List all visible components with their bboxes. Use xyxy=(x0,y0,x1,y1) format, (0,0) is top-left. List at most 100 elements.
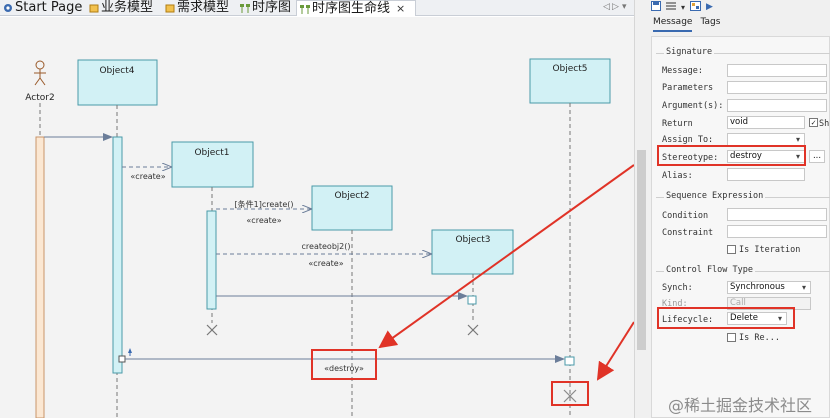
is-iteration-checkbox[interactable] xyxy=(727,245,736,254)
highlight-destroy-marker xyxy=(551,381,589,406)
destroy-marker xyxy=(467,324,479,336)
scroll-left-icon[interactable]: ◁ xyxy=(603,2,610,12)
sequence-diagram-icon xyxy=(300,4,310,14)
watermark: @稀土掘金技术社区 xyxy=(668,396,813,415)
layout-icon[interactable] xyxy=(690,0,702,14)
highlight-lifecycle xyxy=(657,307,795,329)
activation-box xyxy=(564,356,575,366)
alias-label: Alias: xyxy=(662,171,693,181)
lifecycle-select[interactable]: Delete xyxy=(727,312,787,325)
group-title: Sequence Expression xyxy=(664,191,766,201)
dropdown-icon[interactable]: ▾ xyxy=(681,2,686,12)
save-icon[interactable] xyxy=(651,0,661,14)
tab-tags[interactable]: Tags xyxy=(700,17,721,27)
activation-box xyxy=(467,295,477,305)
tab-sequence-lifeline[interactable]: 时序图生命线 × xyxy=(296,0,416,16)
document-tab-bar: Start Page 业务模型 需求模型 时序图 时序图生命线 × ◁ ▷ ▾ xyxy=(0,0,636,16)
panel-toolbar: ▾ ▶ xyxy=(647,0,830,14)
show-return-checkbox[interactable]: ✓ xyxy=(809,118,818,127)
vertical-scrollbar[interactable] xyxy=(634,0,647,418)
highlight-stereotype xyxy=(657,145,806,166)
activation-bar xyxy=(206,210,217,310)
tab-requirements-model[interactable]: 需求模型 xyxy=(162,0,236,16)
constraint-label: Constraint xyxy=(662,228,714,238)
message-properties: Signature Message: Parameters Argument(s… xyxy=(651,36,830,418)
scrollbar-thumb[interactable] xyxy=(637,150,646,350)
tab-label: Start Page xyxy=(15,0,83,15)
tab-message[interactable]: Message xyxy=(653,14,693,32)
lifeline-label: Object2 xyxy=(334,191,369,201)
actor-activation xyxy=(35,136,45,418)
sequence-expression-group: Sequence Expression xyxy=(656,191,830,201)
panel-tabs: Message Tags xyxy=(647,14,830,32)
lifeline-label: Object4 xyxy=(99,66,134,76)
control-flow-group: Control Flow Type xyxy=(656,265,830,275)
lifeline-object4[interactable]: Object4 xyxy=(77,59,158,106)
tab-start-page[interactable]: Start Page xyxy=(0,0,84,16)
list-icon[interactable] xyxy=(666,1,676,14)
is-return-checkbox[interactable] xyxy=(727,333,736,342)
lifeline-label: Object1 xyxy=(194,148,229,158)
tab-sequence-diagram[interactable]: 时序图 xyxy=(237,0,295,16)
lifeline-object3[interactable]: Object3 xyxy=(431,229,514,275)
annotation-arrow xyxy=(378,164,634,349)
diagram-canvas[interactable]: Actor2 Object4 Object1 Object2 O xyxy=(0,17,634,418)
message-field[interactable] xyxy=(727,64,827,77)
sequence-diagram-icon xyxy=(240,3,250,13)
stereotype-select[interactable]: destroy xyxy=(727,150,805,163)
tab-label: 时序图 xyxy=(252,0,292,15)
lifeline-label: Object5 xyxy=(552,64,587,74)
message-label: «destroy» xyxy=(324,364,364,373)
close-icon[interactable]: × xyxy=(396,2,406,15)
message-label: «create» xyxy=(130,172,165,181)
parameters-field[interactable] xyxy=(727,81,827,94)
is-iteration-label: Is Iteration xyxy=(739,245,801,255)
is-return-label: Is Re... xyxy=(739,333,780,343)
return-field[interactable]: void xyxy=(727,116,805,129)
parameters-label: Parameters xyxy=(662,83,714,93)
tab-label: 业务模型 xyxy=(101,0,154,15)
activation-bar xyxy=(112,136,123,374)
condition-field[interactable] xyxy=(727,208,827,221)
actor-actor2[interactable]: Actor2 xyxy=(25,60,55,103)
lifeline-object5[interactable]: Object5 xyxy=(529,58,611,104)
arguments-field[interactable] xyxy=(727,99,827,112)
constraint-field[interactable] xyxy=(727,225,827,238)
synch-label: Synch: xyxy=(662,283,693,293)
stereotype-label: Stereotype: xyxy=(662,153,719,163)
kind-label: Kind: xyxy=(662,299,688,309)
lifecycle-label: Lifecycle: xyxy=(662,315,714,325)
up-arrow-icon xyxy=(128,348,132,356)
group-title: Control Flow Type xyxy=(664,265,755,275)
actor-label: Actor2 xyxy=(25,93,54,103)
tab-label: 需求模型 xyxy=(177,0,230,15)
tab-business-model[interactable]: 业务模型 xyxy=(86,0,160,16)
alias-field[interactable] xyxy=(727,168,805,181)
start-page-icon xyxy=(3,3,13,13)
message-label: «create» xyxy=(246,216,281,225)
assign-to-label: Assign To: xyxy=(662,135,714,145)
tab-label: 时序图生命线 xyxy=(312,0,391,16)
lifeline-object1[interactable]: Object1 xyxy=(171,141,254,188)
properties-panel: ▾ ▶ Message Tags Signature Message: Para… xyxy=(647,0,830,418)
tab-menu-icon[interactable]: ▾ xyxy=(622,2,627,12)
lifeline-label: Object3 xyxy=(455,235,490,245)
condition-label: Condition xyxy=(662,211,709,221)
group-title: Signature xyxy=(664,47,715,57)
kind-select: Call xyxy=(727,297,811,310)
destroy-marker xyxy=(206,324,218,336)
signature-group: Signature xyxy=(656,47,830,57)
selection-handle[interactable] xyxy=(118,355,126,363)
synch-select[interactable]: Synchronous xyxy=(727,281,811,294)
business-model-icon xyxy=(89,3,99,13)
annotation-arrow xyxy=(596,321,634,381)
highlight-destroy-label xyxy=(311,349,377,380)
message-label: createobj2() xyxy=(302,242,351,251)
message-label: «create» xyxy=(308,259,343,268)
message-label: Message: xyxy=(662,66,703,76)
lifeline-object2[interactable]: Object2 xyxy=(311,185,393,231)
scroll-right-icon[interactable]: ▷ xyxy=(612,2,619,12)
message-label: [条件1]create() xyxy=(235,199,294,209)
next-icon[interactable]: ▶ xyxy=(706,2,713,12)
stereotype-browse-button[interactable]: ... xyxy=(809,150,825,163)
